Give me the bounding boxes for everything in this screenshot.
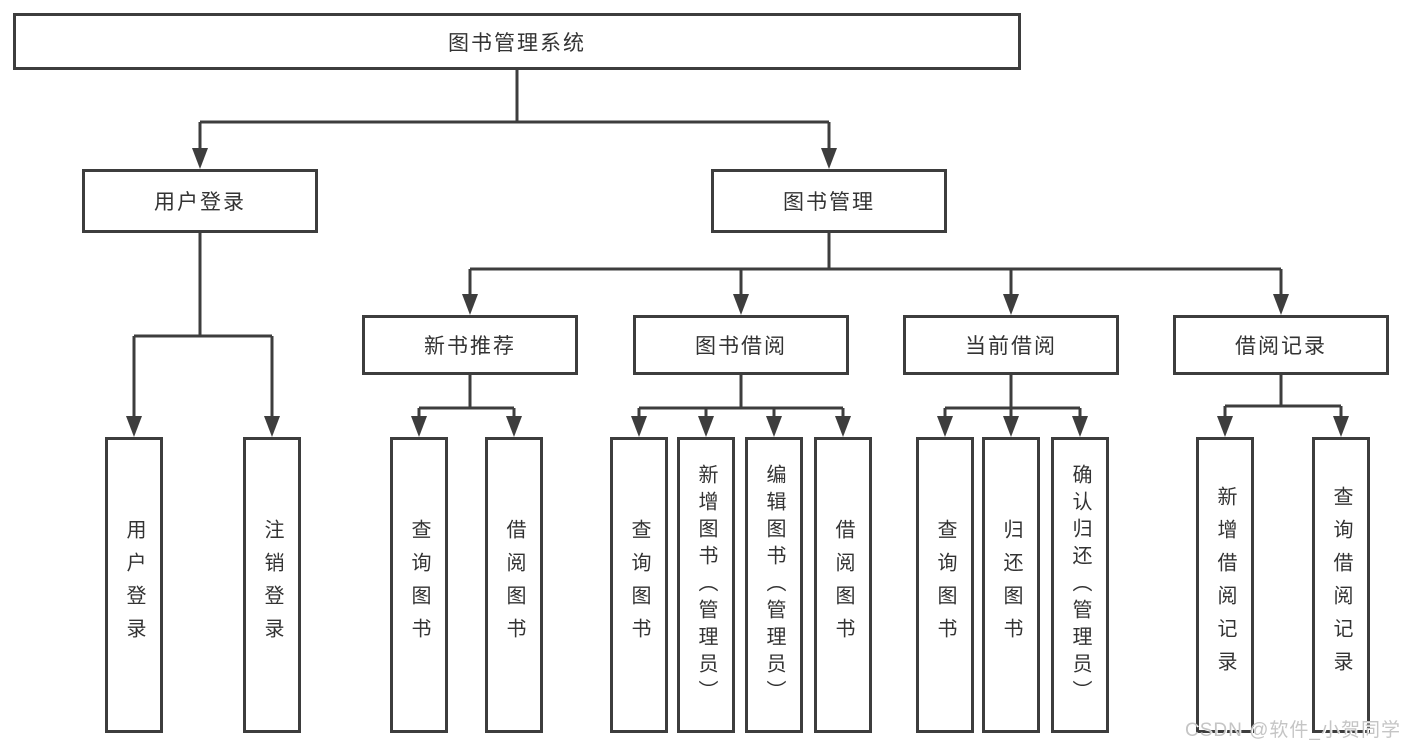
leaf-edit-book-admin: 编辑图书（管理员） [745, 437, 803, 733]
leaf-return-book: 归还图书 [982, 437, 1040, 733]
leaf-edit-book-admin-label: 编辑图书（管理员） [763, 463, 785, 707]
leaf-borrow-books-borrow: 借阅图书 [814, 437, 872, 733]
leaf-add-book-admin: 新增图书（管理员） [677, 437, 735, 733]
leaf-logout-label: 注销登录 [261, 519, 283, 651]
node-book-management: 图书管理 [711, 169, 947, 233]
leaf-add-book-admin-label: 新增图书（管理员） [695, 463, 717, 707]
leaf-confirm-return-admin-label: 确认归还（管理员） [1069, 463, 1091, 707]
leaf-add-borrow-record-label: 新增借阅记录 [1214, 486, 1236, 684]
node-book-management-label: 图书管理 [783, 191, 875, 214]
node-user-login: 用户登录 [82, 169, 318, 233]
leaf-borrow-books-borrow-label: 借阅图书 [832, 519, 854, 651]
connector-new-book-split [417, 375, 516, 420]
leaf-query-books-borrow-label: 查询图书 [628, 519, 650, 651]
connector-borrow-records-split [1223, 375, 1343, 420]
leaf-logout: 注销登录 [243, 437, 301, 733]
connector-root-to-level2 [198, 70, 831, 152]
leaf-query-books-recommend-label: 查询图书 [408, 519, 430, 651]
leaf-return-book-label: 归还图书 [1000, 519, 1022, 651]
leaf-query-books-current-label: 查询图书 [934, 519, 956, 651]
leaf-query-borrow-record: 查询借阅记录 [1312, 437, 1370, 733]
leaf-query-books-current: 查询图书 [916, 437, 974, 733]
connector-book-mgmt-split [468, 233, 1283, 298]
node-borrow-records: 借阅记录 [1173, 315, 1389, 375]
leaf-user-login: 用户登录 [105, 437, 163, 733]
node-borrow-records-label: 借阅记录 [1235, 335, 1327, 358]
connector-book-borrow-split [637, 375, 845, 420]
node-root: 图书管理系统 [13, 13, 1021, 70]
leaf-confirm-return-admin: 确认归还（管理员） [1051, 437, 1109, 733]
leaf-borrow-books-recommend: 借阅图书 [485, 437, 543, 733]
node-book-borrow-label: 图书借阅 [695, 335, 787, 358]
leaf-query-books-recommend: 查询图书 [390, 437, 448, 733]
node-current-borrow: 当前借阅 [903, 315, 1119, 375]
leaf-query-borrow-record-label: 查询借阅记录 [1330, 486, 1352, 684]
leaf-user-login-label: 用户登录 [123, 519, 145, 651]
connector-current-borrow-split [943, 375, 1082, 420]
leaf-query-books-borrow: 查询图书 [610, 437, 668, 733]
leaf-add-borrow-record: 新增借阅记录 [1196, 437, 1254, 733]
node-new-book-recommend: 新书推荐 [362, 315, 578, 375]
watermark: CSDN @软件_小贺同学 [1185, 720, 1401, 741]
connector-user-login-split [132, 233, 274, 420]
node-book-borrow: 图书借阅 [633, 315, 849, 375]
node-root-label: 图书管理系统 [448, 31, 586, 55]
node-new-book-recommend-label: 新书推荐 [424, 335, 516, 358]
node-current-borrow-label: 当前借阅 [965, 335, 1057, 358]
node-user-login-label: 用户登录 [154, 191, 246, 214]
leaf-borrow-books-recommend-label: 借阅图书 [503, 519, 525, 651]
